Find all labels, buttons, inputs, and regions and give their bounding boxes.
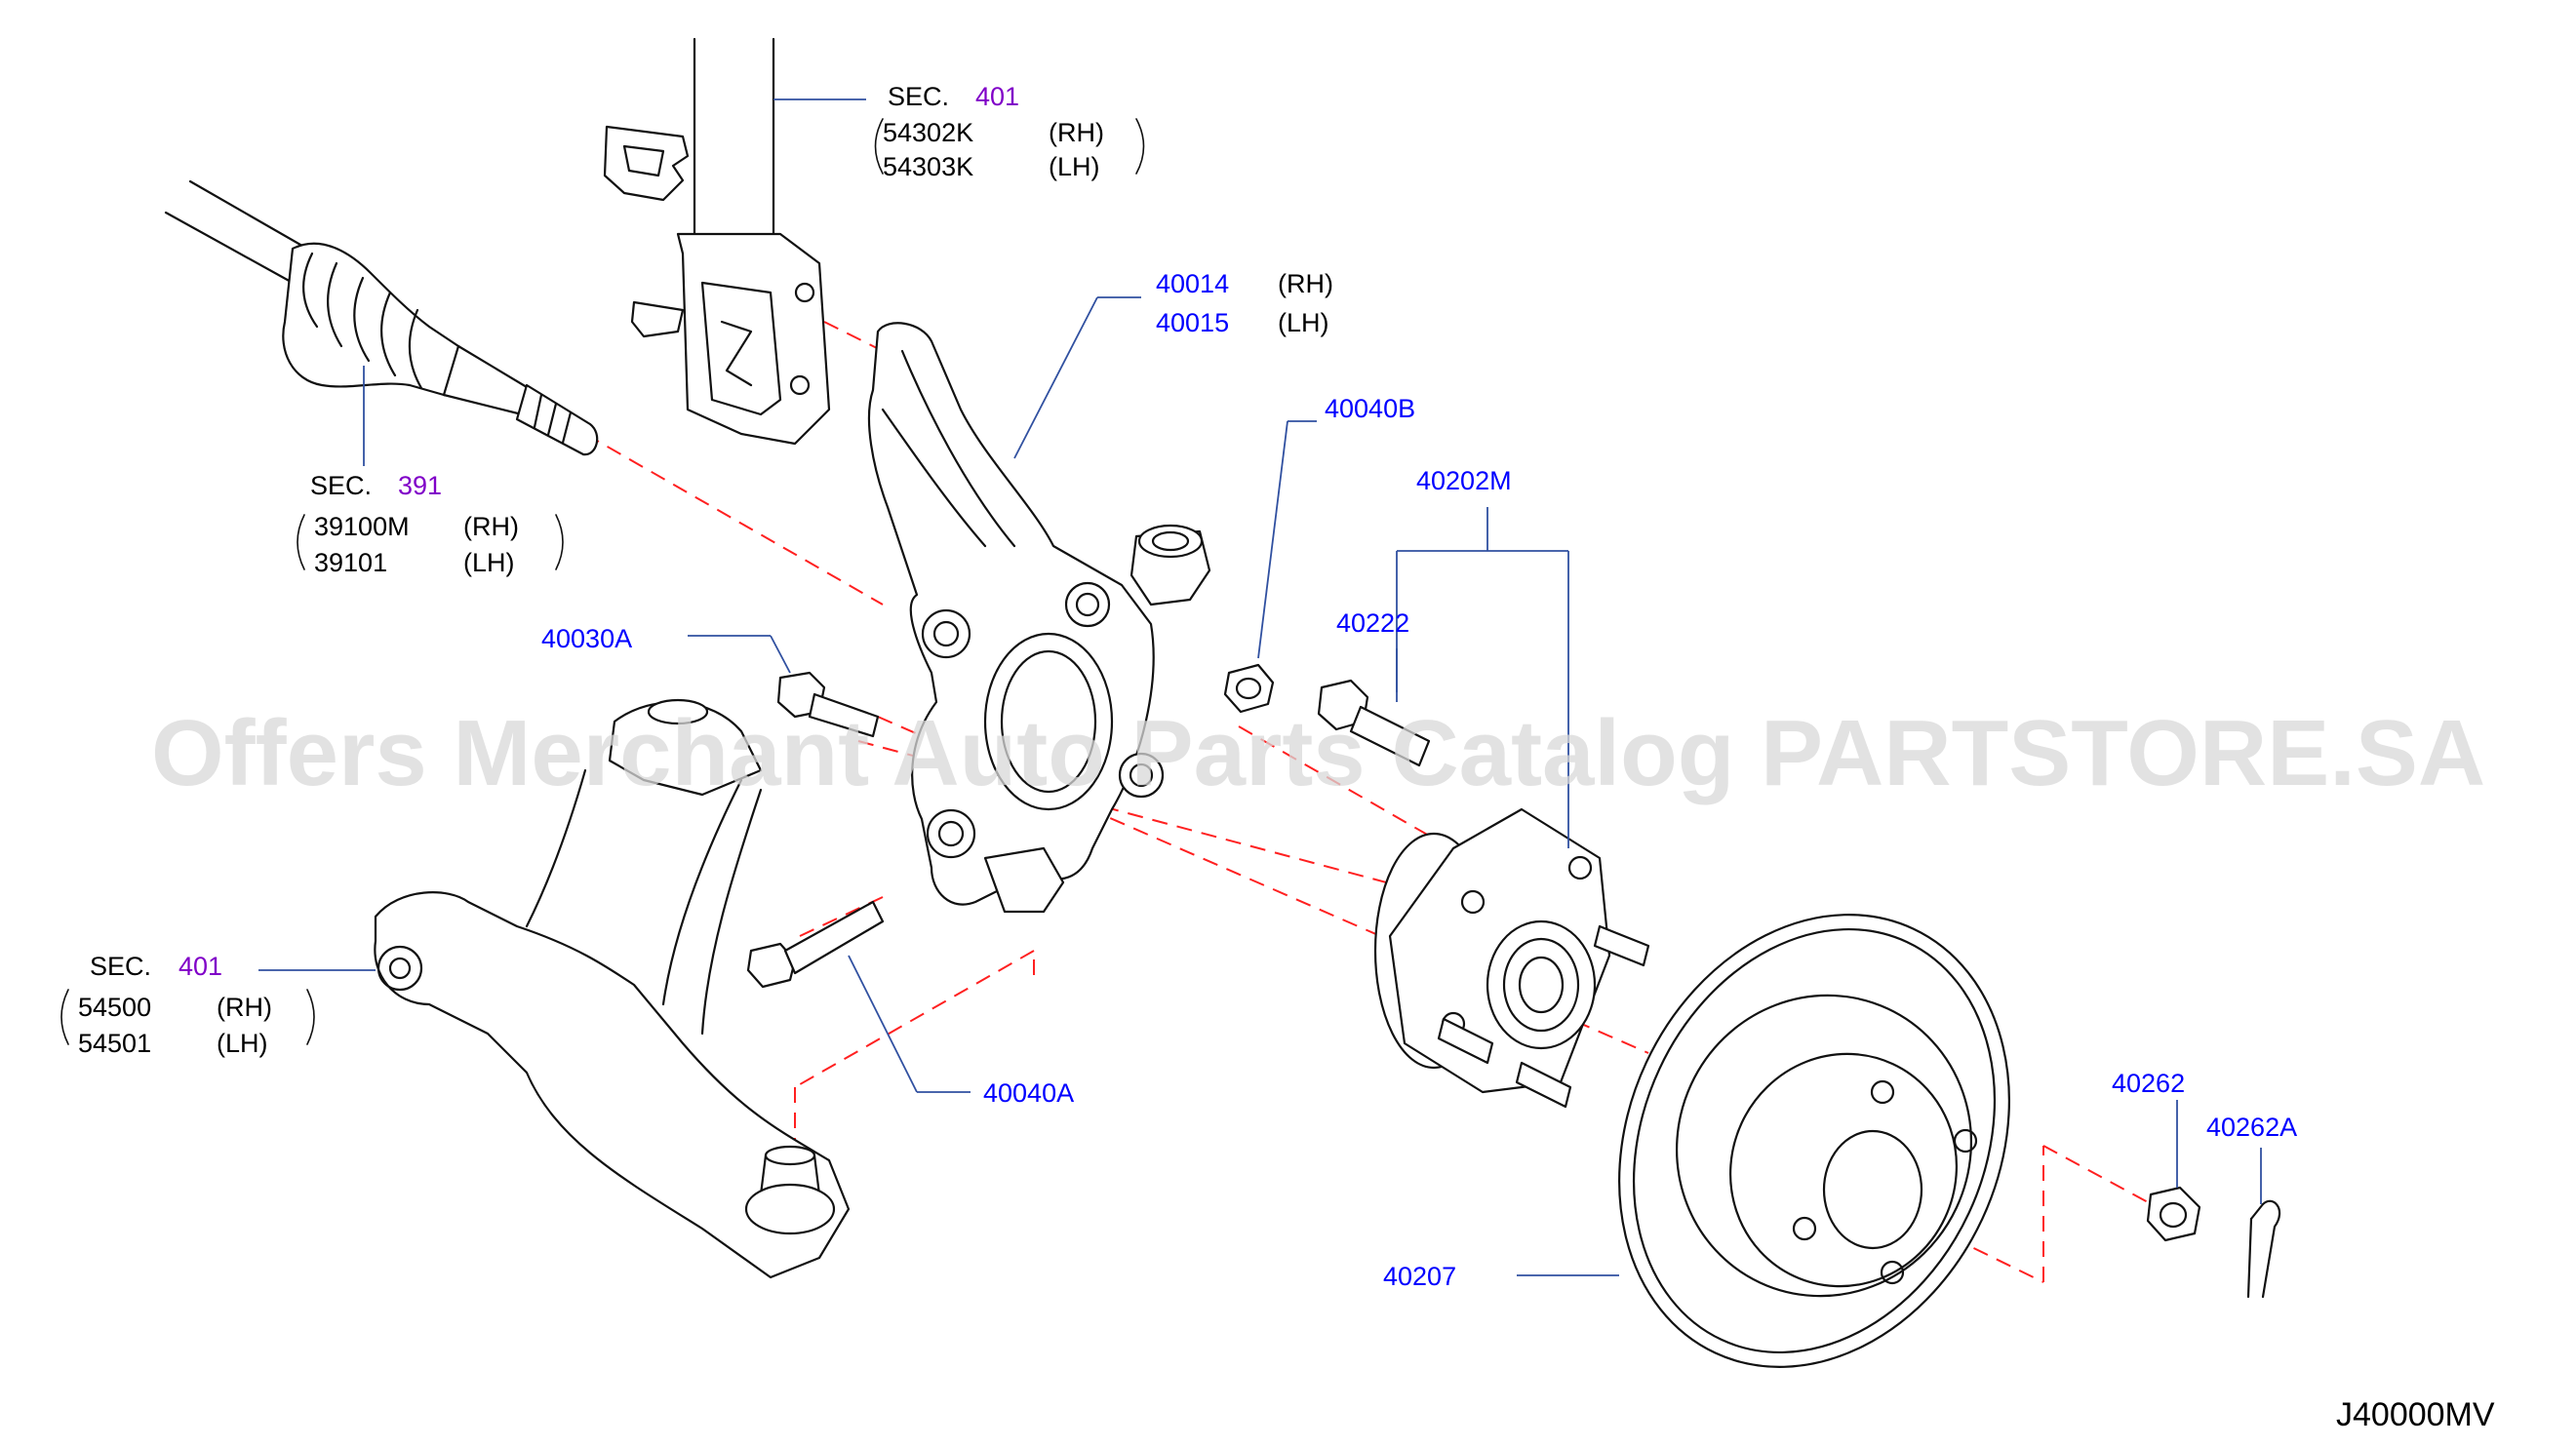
lower-arm-part-lh: 54501 [78,1029,151,1058]
driveshaft-part-lh: 39101 [314,548,387,577]
leader-lines [258,98,2262,1276]
bolt-40222-drawing [1317,679,1431,767]
lower-arm-rh: (RH) [217,993,272,1022]
axle-nut-drawing [2146,1186,2201,1242]
label-brake-rotor[interactable]: 40207 [1383,1262,1456,1291]
strut-part-rh: 54302K [883,118,973,147]
drive-shaft [164,179,599,456]
label-cotter-pin[interactable]: 40262A [2206,1113,2297,1142]
label-strut: SEC. 401 54302K (RH) 54303K (LH) [883,82,1104,181]
driveshaft-sec-number[interactable]: 391 [398,471,442,500]
diagram-code: J40000MV [2336,1396,2495,1433]
driveshaft-sec-word: SEC. [310,471,372,500]
nut-40040b-drawing [1223,663,1275,714]
strut-part-lh: 54303K [883,152,973,181]
knuckle-part-rh[interactable]: 40014 [1156,269,1229,298]
brake-rotor [1618,914,2010,1368]
strut-sec-number[interactable]: 401 [975,82,1019,111]
label-driveshaft: SEC. 391 39100M (RH) 39101 (LH) [310,471,519,577]
lower-arm-part-rh: 54500 [78,993,151,1022]
driveshaft-lh: (LH) [463,548,515,577]
label-hub-bolt[interactable]: 40222 [1336,608,1409,638]
driveshaft-part-rh: 39100M [314,512,410,541]
steering-knuckle [867,322,1211,914]
knuckle-part-lh[interactable]: 40015 [1156,308,1229,337]
lower-arm-lh: (LH) [217,1029,268,1058]
label-bolt-40040a[interactable]: 40040A [983,1078,1074,1108]
strut-sec-word: SEC. [888,82,949,111]
label-bolt-40030a[interactable]: 40030A [541,624,632,653]
knuckle-lh: (LH) [1278,308,1329,337]
bolt-40040a-drawing [746,900,885,989]
knuckle-rh: (RH) [1278,269,1333,298]
lower-arm-sec-word: SEC. [90,952,151,981]
wheel-hub-assembly [1373,807,1650,1109]
cotter-pin-drawing [2246,1199,2281,1299]
label-lower-arm: SEC. 401 54500 (RH) 54501 (LH) [78,952,272,1058]
bolt-40030a-drawing [776,671,880,738]
strut-assembly [603,37,831,446]
lower-control-arm [374,698,851,1279]
label-axle-nut[interactable]: 40262 [2112,1069,2185,1098]
label-knuckle: 40014 (RH) 40015 (LH) [1156,269,1333,337]
lower-arm-sec-number[interactable]: 401 [178,952,222,981]
driveshaft-rh: (RH) [463,512,519,541]
strut-rh: (RH) [1049,118,1104,147]
label-nut-40040b[interactable]: 40040B [1325,394,1415,423]
strut-lh: (LH) [1049,152,1100,181]
label-hub-assembly[interactable]: 40202M [1416,466,1512,495]
watermark: Offers Merchant Auto Parts Catalog PARTS… [151,701,2485,805]
brackets [60,118,1145,1045]
